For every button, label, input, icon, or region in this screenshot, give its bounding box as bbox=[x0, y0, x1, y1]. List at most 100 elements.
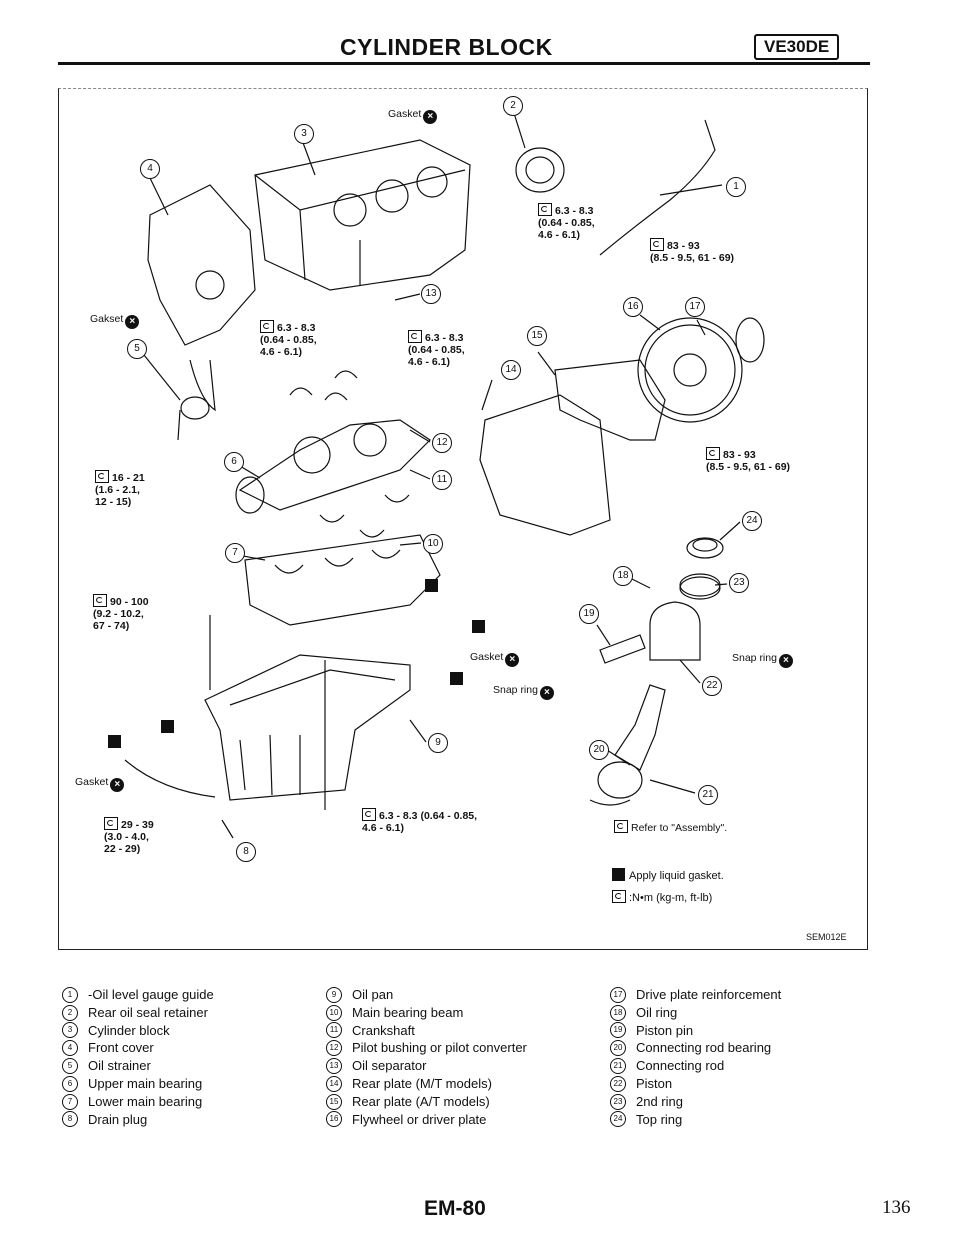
part-number: 9 bbox=[326, 986, 342, 1003]
part-number: 16 bbox=[326, 1111, 342, 1128]
oil-pan-outline bbox=[204, 654, 411, 801]
callout-20: 20 bbox=[589, 740, 609, 760]
torque-spec-3: 6.3 - 8.3 (0.64 - 0.85, 4.6 - 6.1) bbox=[260, 320, 317, 358]
part-number: 14 bbox=[326, 1075, 342, 1092]
gasket-label-top: Gasket× bbox=[388, 108, 438, 124]
torque-spec-2: 83 - 93 (8.5 - 9.5, 61 - 69) bbox=[650, 238, 735, 264]
figure-code: SEM012E bbox=[806, 932, 847, 942]
callout-16: 16 bbox=[623, 297, 643, 317]
diagram-frame bbox=[58, 88, 868, 950]
crankshaft-outline bbox=[238, 419, 431, 511]
torque-wrench-icon bbox=[538, 203, 552, 216]
torque-wrench-icon bbox=[612, 890, 626, 903]
part-number: 8 bbox=[62, 1111, 78, 1128]
part-number: 6 bbox=[62, 1075, 78, 1092]
liquid-gasket-icon bbox=[425, 579, 438, 592]
legend-liquid-gasket: Apply liquid gasket. bbox=[612, 868, 724, 882]
part-number: 12 bbox=[326, 1040, 342, 1057]
callout-15: 15 bbox=[527, 326, 547, 346]
callout-22: 22 bbox=[702, 676, 722, 696]
part-number: 22 bbox=[610, 1075, 626, 1092]
callout-6: 6 bbox=[224, 452, 244, 472]
torque-wrench-icon bbox=[706, 447, 720, 460]
callout-7: 7 bbox=[225, 543, 245, 563]
page-number: 136 bbox=[882, 1197, 911, 1218]
torque-wrench-icon bbox=[260, 320, 274, 333]
part-number: 23 bbox=[610, 1093, 626, 1110]
part-number: 15 bbox=[326, 1093, 342, 1110]
callout-12: 12 bbox=[432, 433, 452, 453]
part-number: 13 bbox=[326, 1058, 342, 1075]
part-number: 1 bbox=[62, 986, 78, 1003]
discard-icon: × bbox=[778, 654, 793, 668]
gasket-label-left: Gakset× bbox=[90, 313, 140, 329]
callout-23: 23 bbox=[729, 573, 749, 593]
refer-note: Refer to "Assembly". bbox=[614, 820, 727, 834]
callout-9: 9 bbox=[428, 733, 448, 753]
part-number: 2 bbox=[62, 1004, 78, 1021]
callout-2: 2 bbox=[503, 96, 523, 116]
torque-spec-6: 83 - 93 (8.5 - 9.5, 61 - 69) bbox=[706, 447, 791, 473]
snap-ring-label-mid: Snap ring× bbox=[493, 684, 554, 700]
torque-spec-1: 6.3 - 8.3 (0.64 - 0.85, 4.6 - 6.1) bbox=[538, 203, 595, 241]
callout-3: 3 bbox=[294, 124, 314, 144]
torque-spec-7: 90 - 100 (9.2 - 10.2, 67 - 74) bbox=[93, 594, 149, 632]
flywheel-outline bbox=[637, 317, 743, 423]
main-bearing-beam-outline bbox=[244, 534, 441, 626]
discard-icon: × bbox=[125, 315, 140, 329]
cylinder-block-outline bbox=[254, 139, 471, 291]
torque-wrench-icon bbox=[614, 820, 628, 833]
part-number: 20 bbox=[610, 1040, 626, 1057]
discard-icon: × bbox=[539, 686, 554, 700]
torque-spec-9: 6.3 - 8.3 (0.64 - 0.85, 4.6 - 6.1) bbox=[362, 808, 478, 834]
liquid-gasket-icon bbox=[450, 672, 463, 685]
torque-wrench-icon bbox=[93, 594, 107, 607]
gasket-label-mid: Gasket× bbox=[470, 651, 520, 667]
discard-icon: × bbox=[110, 778, 125, 792]
page-title: CYLINDER BLOCK bbox=[340, 34, 553, 60]
part-number: 18 bbox=[610, 1004, 626, 1021]
callout-14: 14 bbox=[501, 360, 521, 380]
torque-wrench-icon bbox=[362, 808, 376, 821]
part-number: 21 bbox=[610, 1058, 626, 1075]
header-rule bbox=[58, 62, 870, 65]
part-number: 5 bbox=[62, 1058, 78, 1075]
engine-tag: VE30DE bbox=[754, 34, 840, 60]
callout-5: 5 bbox=[127, 339, 147, 359]
torque-wrench-icon bbox=[408, 330, 422, 343]
legend-torque-units: :N•m (kg-m, ft-lb) bbox=[612, 890, 712, 904]
liquid-gasket-icon bbox=[612, 868, 625, 881]
front-cover-outline bbox=[147, 184, 256, 346]
piston-outline bbox=[649, 601, 701, 661]
section-code: EM-80 bbox=[424, 1197, 486, 1220]
part-number: 19 bbox=[610, 1022, 626, 1039]
callout-18: 18 bbox=[613, 566, 633, 586]
callout-11: 11 bbox=[432, 470, 452, 490]
callout-21: 21 bbox=[698, 785, 718, 805]
liquid-gasket-icon bbox=[161, 720, 174, 733]
callout-1: 1 bbox=[726, 177, 746, 197]
part-number: 24 bbox=[610, 1111, 626, 1128]
liquid-gasket-icon bbox=[472, 620, 485, 633]
torque-wrench-icon bbox=[95, 470, 109, 483]
discard-icon: × bbox=[505, 653, 520, 667]
callout-8: 8 bbox=[236, 842, 256, 862]
